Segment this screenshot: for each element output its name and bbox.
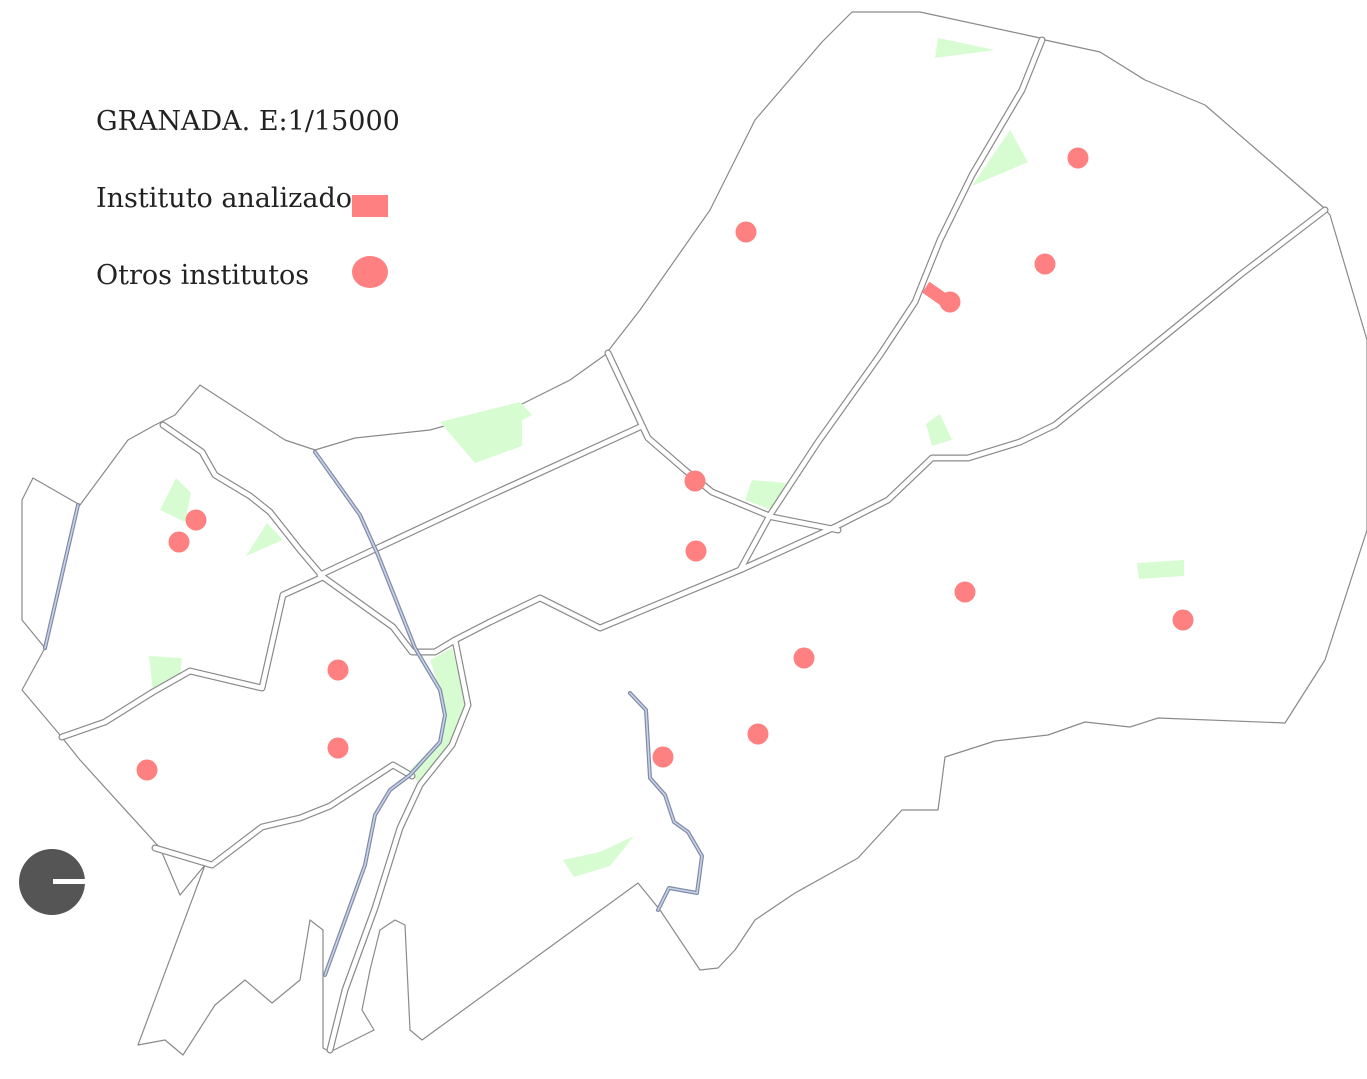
green-space	[972, 130, 1028, 186]
map-title: GRANADA. E:1/15000	[96, 106, 400, 137]
institute-marker	[793, 647, 815, 669]
rivers	[43, 450, 704, 977]
green-space	[935, 38, 995, 58]
institute-marker	[954, 581, 976, 603]
institute-marker	[939, 291, 961, 313]
green-space	[563, 836, 634, 877]
institute-marker	[1034, 253, 1056, 275]
green-space	[1137, 560, 1184, 579]
green-space	[926, 414, 952, 446]
legend-others-label: Otros institutos	[96, 260, 310, 291]
legend-analyzed-label: Instituto analizado	[96, 183, 353, 214]
green-space	[410, 648, 466, 783]
institute-marker	[168, 531, 190, 553]
legend-others-swatch	[352, 256, 388, 288]
legend-analyzed-swatch	[352, 195, 388, 217]
institute-marker	[684, 470, 706, 492]
institute-marker	[136, 759, 158, 781]
roads	[58, 36, 1329, 1054]
institute-marker	[747, 723, 769, 745]
north-arrow-icon	[19, 849, 85, 915]
institute-marker	[735, 221, 757, 243]
institute-marker	[652, 746, 674, 768]
institute-marker	[327, 737, 349, 759]
other-institutes	[136, 147, 1194, 781]
green-spaces	[149, 38, 1184, 877]
green-space	[246, 523, 283, 556]
green-space	[149, 656, 182, 692]
institute-marker	[327, 659, 349, 681]
institute-marker	[185, 509, 207, 531]
institute-marker	[685, 540, 707, 562]
district-boundaries	[21, 11, 1367, 1056]
district-outline	[21, 11, 1367, 1056]
institute-marker	[1067, 147, 1089, 169]
green-space	[160, 478, 191, 522]
institute-marker	[1172, 609, 1194, 631]
green-space	[440, 402, 532, 463]
